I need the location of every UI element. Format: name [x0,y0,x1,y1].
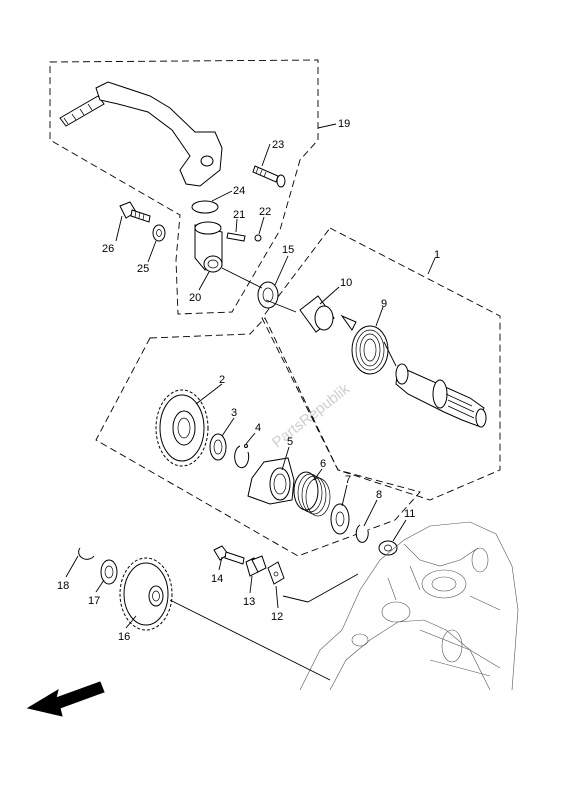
callout-4: 4 [255,422,261,434]
callout-23: 23 [272,139,284,151]
kick-pedal-part-19 [59,81,223,187]
leader-lines [65,123,436,681]
callout-12: 12 [271,611,283,623]
callout-labels: 1 2 3 4 5 6 7 8 9 10 11 12 13 14 15 16 1… [57,118,440,643]
kick-boss-part-20 [194,221,223,273]
front-arrow-icon [26,681,105,717]
callout-20: 20 [189,292,201,304]
callout-19: 19 [338,118,350,130]
collar-part-10 [299,295,335,333]
callout-21: 21 [233,209,245,221]
callout-9: 9 [381,298,387,310]
callout-3: 3 [231,407,237,419]
torsion-spring-part-9 [340,314,389,375]
bolt-part-14 [213,545,245,565]
kick-gear-part-2 [155,389,209,467]
callout-18: 18 [57,580,69,592]
washer-part-17 [100,559,118,585]
bolt-part-23 [252,165,286,188]
plate-part-12 [267,561,285,585]
group-1-outline [261,227,501,501]
washer-part-3 [209,433,227,461]
callout-2: 2 [219,374,225,386]
callout-6: 6 [320,458,326,470]
kick-shaft-part-1 [395,363,487,428]
callout-16: 16 [118,631,130,643]
group-19-outline [49,59,319,315]
callout-13: 13 [243,596,255,608]
callout-25: 25 [137,263,149,275]
ratchet-wheel-part-5 [247,457,295,505]
circlip-part-8 [355,524,369,543]
guide-part-13 [245,555,267,577]
engine-case [299,521,519,691]
washer-part-11 [378,540,398,556]
oil-seal-part-15 [257,281,279,309]
washer-part-25 [152,224,166,242]
callout-8: 8 [376,489,382,501]
callout-1: 1 [434,249,440,261]
washer-part-7 [330,503,350,535]
callout-22: 22 [259,206,271,218]
callout-5: 5 [287,436,293,448]
callout-26: 26 [102,243,114,255]
callout-7: 7 [345,474,351,486]
callout-15: 15 [282,244,294,256]
callout-24: 24 [233,185,245,197]
circlip-part-18 [78,547,95,560]
o-ring-part-24 [191,200,219,214]
idler-gear-part-16 [119,557,173,631]
screw-part-21 [226,232,246,242]
circlip-part-4 [234,444,250,469]
callout-14: 14 [211,573,223,585]
spring-part-6 [293,471,331,517]
ball-part-22 [254,234,262,242]
callout-17: 17 [88,595,100,607]
callout-10: 10 [340,277,352,289]
callout-11: 11 [404,508,415,520]
group-2-outline [95,317,421,557]
bolt-part-26 [119,201,151,223]
